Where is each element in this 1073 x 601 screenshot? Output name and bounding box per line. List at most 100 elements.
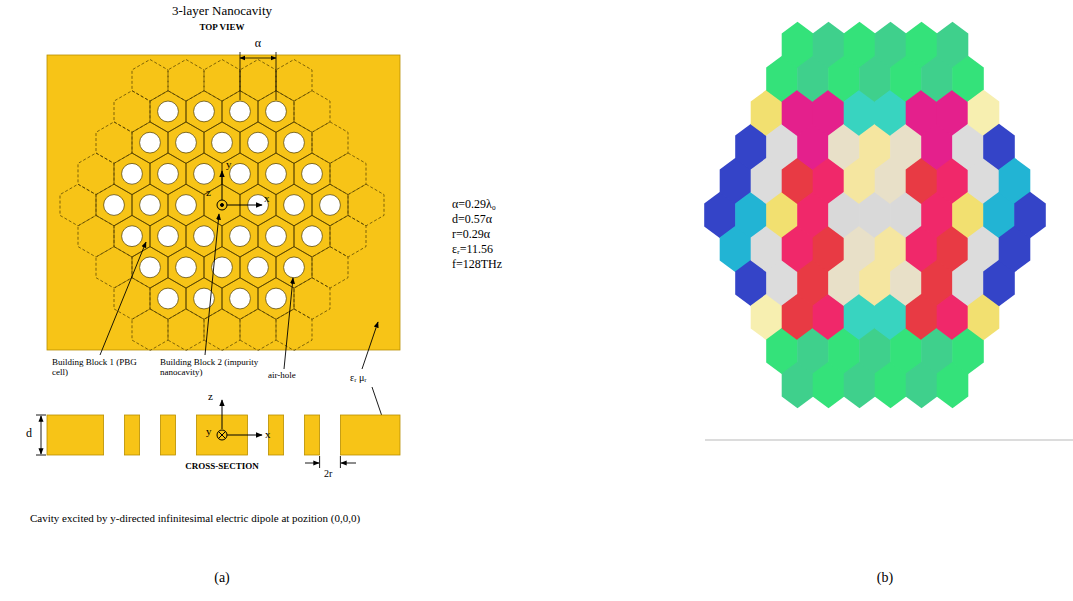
air-hole: [104, 195, 125, 216]
pbg-cell: [150, 153, 186, 195]
d-dimension: [36, 415, 46, 455]
air-hole: [158, 288, 179, 309]
pbg-cell: [150, 278, 186, 320]
air-hole: [284, 132, 305, 153]
axis-label: y: [206, 425, 212, 438]
dimension-label: α: [255, 37, 261, 51]
axis-label: x: [264, 192, 270, 205]
material-label: εᵣ μᵣ: [350, 372, 367, 384]
slab-top-view: [47, 55, 400, 350]
pbg-cell: [204, 247, 240, 289]
air-hole: [212, 132, 233, 153]
axis-label: x: [265, 428, 271, 441]
air-hole: [158, 226, 179, 247]
dashed-cell: [330, 153, 366, 195]
pbg-cell: [132, 247, 168, 289]
dashed-cell: [114, 91, 150, 133]
air-hole: [230, 288, 251, 309]
dashed-cell: [96, 122, 132, 163]
pbg-cell: [276, 184, 312, 226]
panel-label: (b): [877, 570, 893, 586]
pbg-cell: [168, 247, 204, 289]
air-hole: [194, 101, 215, 122]
cross-section-axes: [217, 400, 262, 440]
pbg-cell: [222, 278, 258, 320]
air-hole: [176, 257, 197, 278]
pbg-cell: [204, 122, 240, 163]
pbg-cell: [240, 247, 276, 289]
alpha-dimension: [240, 52, 276, 100]
pbg-cell: [222, 215, 258, 257]
axis-label: z: [206, 186, 211, 199]
dashed-cell: [312, 247, 348, 289]
parameter: d=0.57α: [452, 213, 492, 227]
view-label: CROSS-SECTION: [185, 461, 259, 471]
view-label: TOP VIEW: [200, 22, 245, 32]
air-hole: [176, 195, 197, 216]
dashed-cell: [348, 184, 384, 226]
slab-segment: [160, 415, 175, 455]
dashed-cell: [294, 278, 330, 320]
parameter: εᵣ=11.56: [452, 243, 493, 257]
axes: [217, 171, 262, 210]
lattice-cells: [60, 60, 384, 351]
field-plot: [704, 22, 1046, 408]
pbg-cell: [132, 184, 168, 226]
dashed-cell: [132, 60, 168, 102]
pbg-cell: [186, 153, 222, 195]
pbg-cell: [258, 215, 294, 257]
dashed-cell: [240, 60, 276, 102]
pbg-cell: [150, 215, 186, 257]
pbg-cell: [294, 215, 330, 257]
air-hole: [140, 257, 161, 278]
dashed-cell: [78, 153, 114, 195]
air-hole: [302, 226, 323, 247]
air-hole: [266, 288, 287, 309]
dashed-cell: [330, 215, 366, 257]
2r-dimension: [305, 456, 356, 468]
air-hole: [230, 163, 251, 184]
pbg-cell: [258, 278, 294, 320]
dashed-cell: [168, 309, 204, 351]
air-hole: [248, 257, 269, 278]
air-hole: [176, 132, 197, 153]
pbg-cell: [96, 184, 132, 226]
pbg-cell: [222, 153, 258, 195]
pbg-cell: [312, 184, 348, 226]
pbg-cell: [186, 91, 222, 133]
air-hole: [122, 163, 143, 184]
air-hole: [230, 226, 251, 247]
dimension-label: d: [26, 427, 32, 441]
callout-label: Building Block 2 (impurity nanocavity): [160, 357, 275, 378]
field-cell: [1014, 192, 1046, 238]
air-holes: [104, 101, 341, 309]
callout-label: air-hole: [268, 370, 296, 380]
figure-title: 3-layer Nanocavity: [172, 4, 272, 19]
pbg-cell: [150, 91, 186, 133]
dashed-cell: [60, 184, 96, 226]
air-hole: [230, 101, 251, 122]
air-hole: [158, 101, 179, 122]
slab-segment: [47, 415, 104, 455]
pbg-cell: [276, 122, 312, 163]
pbg-cell: [276, 247, 312, 289]
air-hole: [302, 163, 323, 184]
dashed-cell: [96, 247, 132, 289]
air-hole: [194, 226, 215, 247]
parameter: f=128THz: [452, 258, 502, 272]
slab-segment: [268, 415, 283, 455]
air-hole: [248, 132, 269, 153]
air-hole: [266, 226, 287, 247]
dashed-cell: [294, 91, 330, 133]
pbg-cell: [294, 153, 330, 195]
panel-label: (a): [214, 570, 230, 586]
dimension-label: 2r: [324, 468, 332, 480]
caption: Cavity excited by y-directed infinitesim…: [30, 512, 360, 525]
air-hole: [284, 257, 305, 278]
dashed-cell: [240, 309, 276, 351]
air-hole: [140, 132, 161, 153]
pbg-cell: [258, 153, 294, 195]
axis-label: z: [208, 390, 213, 403]
leader-lines: [100, 214, 386, 428]
